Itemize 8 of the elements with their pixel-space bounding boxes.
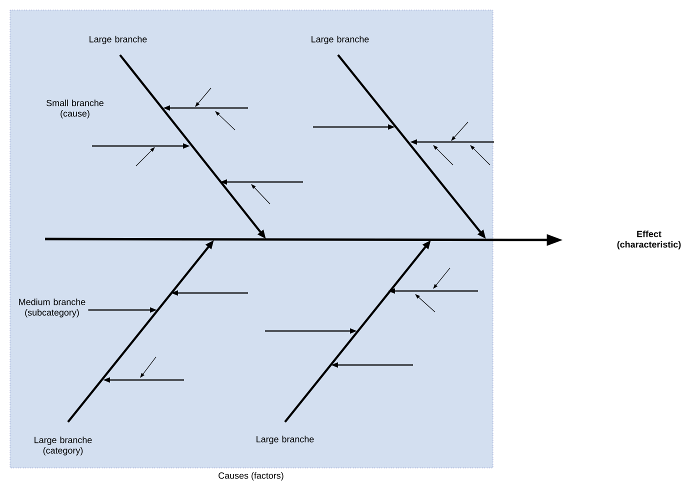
branch-label: Large branche bbox=[256, 436, 314, 444]
branch-label: Medium branche (subcategory) bbox=[19, 298, 86, 318]
branch-label: Small branche (cause) bbox=[46, 100, 104, 118]
branch-label: Large branche bbox=[312, 36, 369, 44]
node-label: Causes (factors) bbox=[218, 472, 284, 481]
effect-label: Effect (characteristic) bbox=[617, 230, 681, 250]
branch-label: Large branche bbox=[90, 36, 147, 44]
branch-label: Large branche (category) bbox=[34, 436, 92, 456]
